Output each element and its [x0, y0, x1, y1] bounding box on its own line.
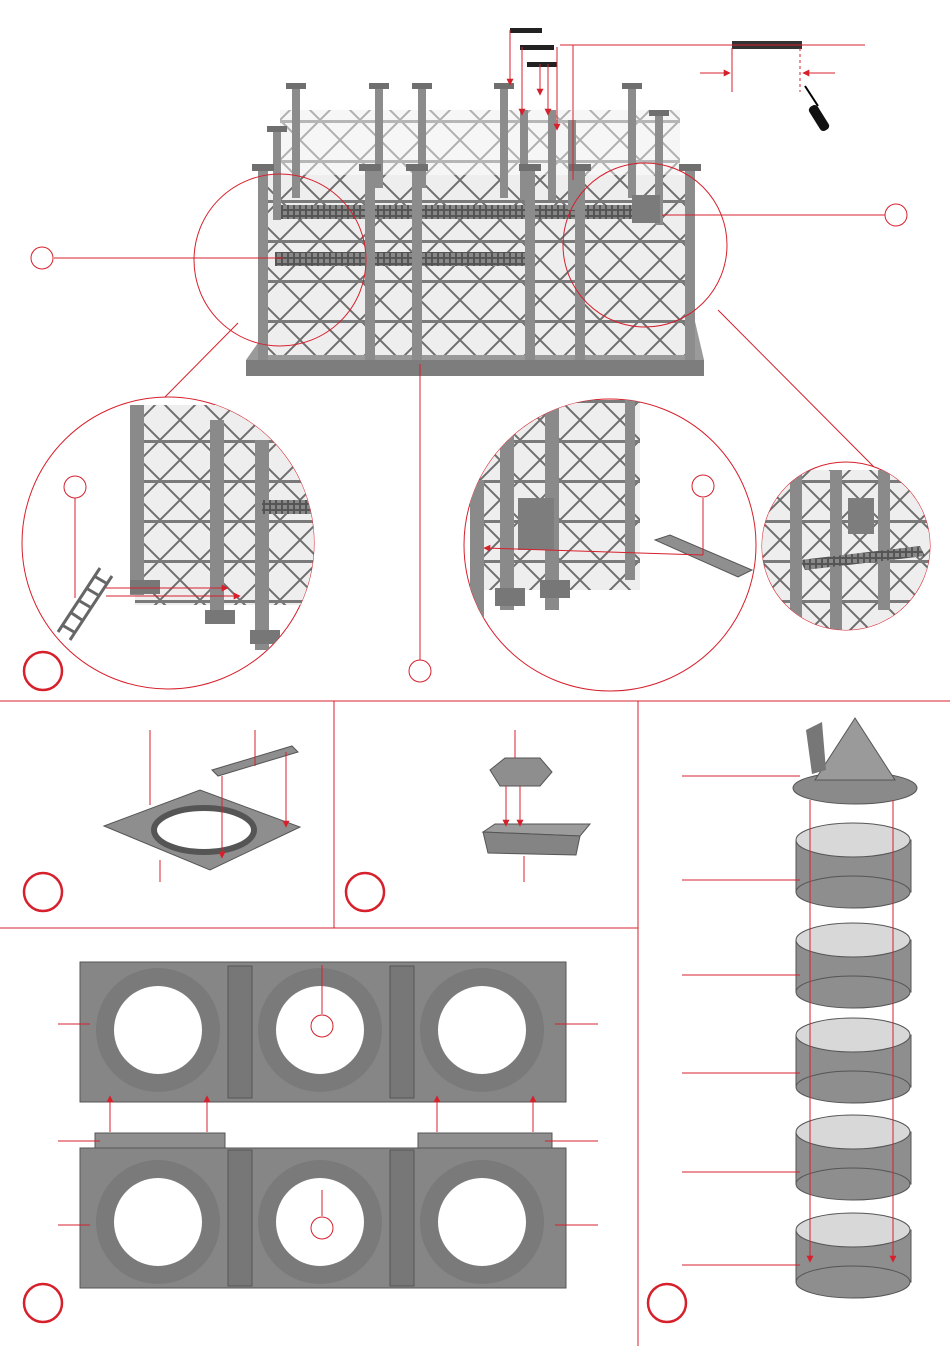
- cone-and-rings-stack: [648, 718, 917, 1322]
- floor-plate-assembly: [24, 730, 300, 911]
- box-assembly: [346, 730, 590, 911]
- staircase-detail: [22, 397, 322, 689]
- bin-floor-plates: [24, 962, 598, 1322]
- callout-circle: [31, 247, 53, 269]
- step-number-circle: [648, 1284, 686, 1322]
- callout-circle: [409, 660, 431, 682]
- step-number-circle: [24, 652, 62, 690]
- callout-circle: [64, 476, 86, 498]
- control-box-detail: [762, 462, 932, 630]
- hobby-knife-icon: [805, 86, 831, 133]
- walkway-detail: [464, 399, 756, 691]
- steel-tower-structure: [246, 28, 802, 376]
- step-number-circle: [346, 873, 384, 911]
- callout-circle: [692, 475, 714, 497]
- callout-circle: [885, 204, 907, 226]
- callout-circle: [311, 1217, 333, 1239]
- step-number-circle: [24, 1284, 62, 1322]
- step-number-circle: [24, 873, 62, 911]
- callout-circle: [311, 1015, 333, 1037]
